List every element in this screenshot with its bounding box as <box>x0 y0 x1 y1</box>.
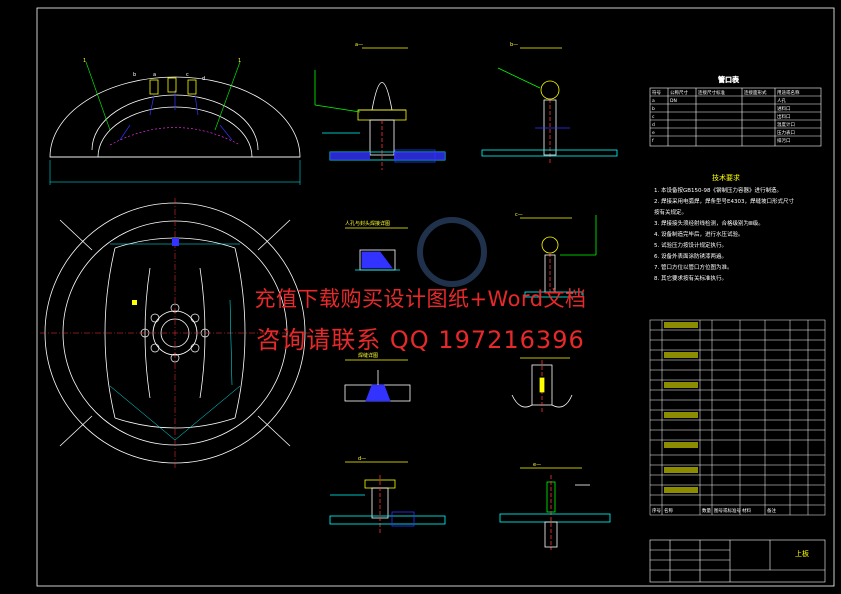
nozzle-table-header: 连接尺寸标准 <box>698 89 725 96</box>
parts-list-header: 名称 <box>664 507 673 514</box>
tech-req-line: 4. 设备制造完毕后，进行水压试验。 <box>654 230 744 238</box>
detail-e <box>499 467 611 550</box>
title-block <box>649 539 826 583</box>
detail-c-title: c— <box>515 212 523 218</box>
parts-list-header: 材料 <box>742 507 751 514</box>
parts-list-table <box>649 319 826 516</box>
parts-list-fill <box>664 322 698 493</box>
svg-text:1: 1 <box>83 58 86 64</box>
nozzle-table-cell: f <box>652 138 654 144</box>
weld-title: 焊缝详图 <box>358 352 378 359</box>
tech-req-line: 6. 设备外表面涂防锈漆两遍。 <box>654 252 727 260</box>
nozzle-table-header: 符号 <box>652 89 661 96</box>
nozzle-table-cell: d <box>652 122 655 128</box>
dome-inner-dashed <box>109 127 241 146</box>
nozzle-table-cell: e <box>652 131 655 136</box>
detail-b-title: b— <box>510 42 518 48</box>
nozzle-table-cell: 进料口 <box>777 105 791 112</box>
watermark-line-1: 充值下载购买设计图纸+Word文档 <box>254 287 587 311</box>
detail-d-title: d— <box>358 456 366 462</box>
nozzle-table-header: 用途或名称 <box>777 89 800 96</box>
manhole-title: 人孔与封头焊接详图 <box>345 220 390 227</box>
nozzle-table-cell: 人孔 <box>777 97 786 104</box>
svg-text:b: b <box>133 72 136 78</box>
detail-d <box>329 461 446 535</box>
nozzle-table-header: 公称尺寸 <box>670 89 688 96</box>
tech-req-line: 1. 本设备按GB150-98《钢制压力容器》进行制造。 <box>654 186 782 194</box>
nozzle-table-cell: 温度计口 <box>777 121 795 128</box>
nozzle-table-cell: 压力表口 <box>777 129 795 136</box>
nozzle-table-cell: b <box>652 106 655 112</box>
svg-text:c: c <box>186 72 189 78</box>
dome-elevation-view <box>49 76 301 185</box>
tech-req-title: 技术要求 <box>712 173 740 182</box>
parts-list-header: 图号或标准号 <box>714 507 741 514</box>
tech-req-line: 按有关规定。 <box>654 208 687 216</box>
manhole-detail <box>345 227 408 271</box>
tech-req-line: 5. 试验压力按设计规定执行。 <box>654 241 727 249</box>
detail-a-title: a— <box>355 42 363 48</box>
dome-nozzles <box>85 61 241 131</box>
parts-list-header: 序号 <box>652 507 661 514</box>
nozzle-table-header: 连接面形式 <box>744 89 767 96</box>
bolt-detail <box>511 357 573 412</box>
svg-text:a: a <box>153 72 156 78</box>
weld-detail <box>344 359 411 402</box>
title-block-drawing-name: 上板 <box>795 549 809 558</box>
detail-b <box>481 47 618 165</box>
plan-dimension <box>109 243 241 441</box>
detail-c <box>520 215 597 298</box>
watermark-logo <box>417 217 487 287</box>
nozzle-table-title: 管口表 <box>718 75 739 84</box>
tech-req-line: 2. 焊接采用电弧焊，焊条型号E4303，焊缝坡口形式尺寸 <box>654 197 794 205</box>
svg-text:d: d <box>202 76 205 82</box>
nozzle-table-cell: c <box>652 115 655 120</box>
watermark-line-2: 咨询请联系 QQ 197216396 <box>256 326 585 354</box>
plan-markers <box>132 238 179 305</box>
nozzle-table-cell: 出料口 <box>777 113 791 120</box>
parts-list-header: 备注 <box>767 507 776 514</box>
dome-labels: 1 1 b a c d <box>83 58 241 82</box>
tech-req-line: 7. 管口方位以管口方位图为准。 <box>654 263 733 271</box>
nozzle-table-cell: a <box>652 99 655 104</box>
drawing-frame <box>36 7 835 587</box>
svg-text:1: 1 <box>238 58 241 64</box>
parts-list-header: 数量 <box>702 507 711 514</box>
detail-a-fill <box>330 152 445 160</box>
nozzle-table-cell: 排污口 <box>777 137 791 144</box>
dome-ribs <box>119 90 233 141</box>
detail-e-title: e— <box>533 462 541 468</box>
tech-req-line: 8. 其它要求按有关标准执行。 <box>654 274 727 282</box>
tech-req-line: 3. 焊接接头须经射线检测，合格级别为Ⅲ级。 <box>654 219 764 227</box>
nozzle-table-cell: DN <box>670 98 677 104</box>
nozzle-table: 管口表 <box>649 75 822 147</box>
